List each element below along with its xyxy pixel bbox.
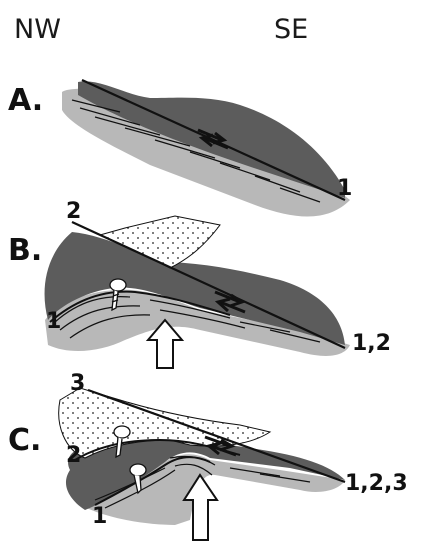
panel-b: B. 2 1 1,2: [8, 199, 391, 368]
panel-c-fault-label-right: 1,2,3: [345, 471, 408, 496]
header-nw: NW: [14, 14, 61, 45]
panel-a-label: A.: [8, 83, 43, 118]
panel-a: A. 1: [8, 80, 352, 216]
panel-c: C. 3 2 1: [8, 371, 408, 540]
panel-c-label: C.: [8, 423, 41, 458]
panel-b-fault-label-left: 1: [46, 309, 61, 334]
panel-a-fault-label-right: 1: [337, 176, 352, 201]
panel-c-fault-label-left: 1: [92, 504, 107, 529]
panel-b-label: B.: [8, 233, 42, 268]
panel-c-fault-label-mid: 2: [66, 443, 81, 468]
header-se: SE: [274, 14, 308, 45]
panel-b-fault-label-right: 1,2: [352, 331, 391, 356]
panel-b-fault-label-top: 2: [66, 199, 81, 224]
panel-c-fault-label-top: 3: [70, 371, 85, 396]
